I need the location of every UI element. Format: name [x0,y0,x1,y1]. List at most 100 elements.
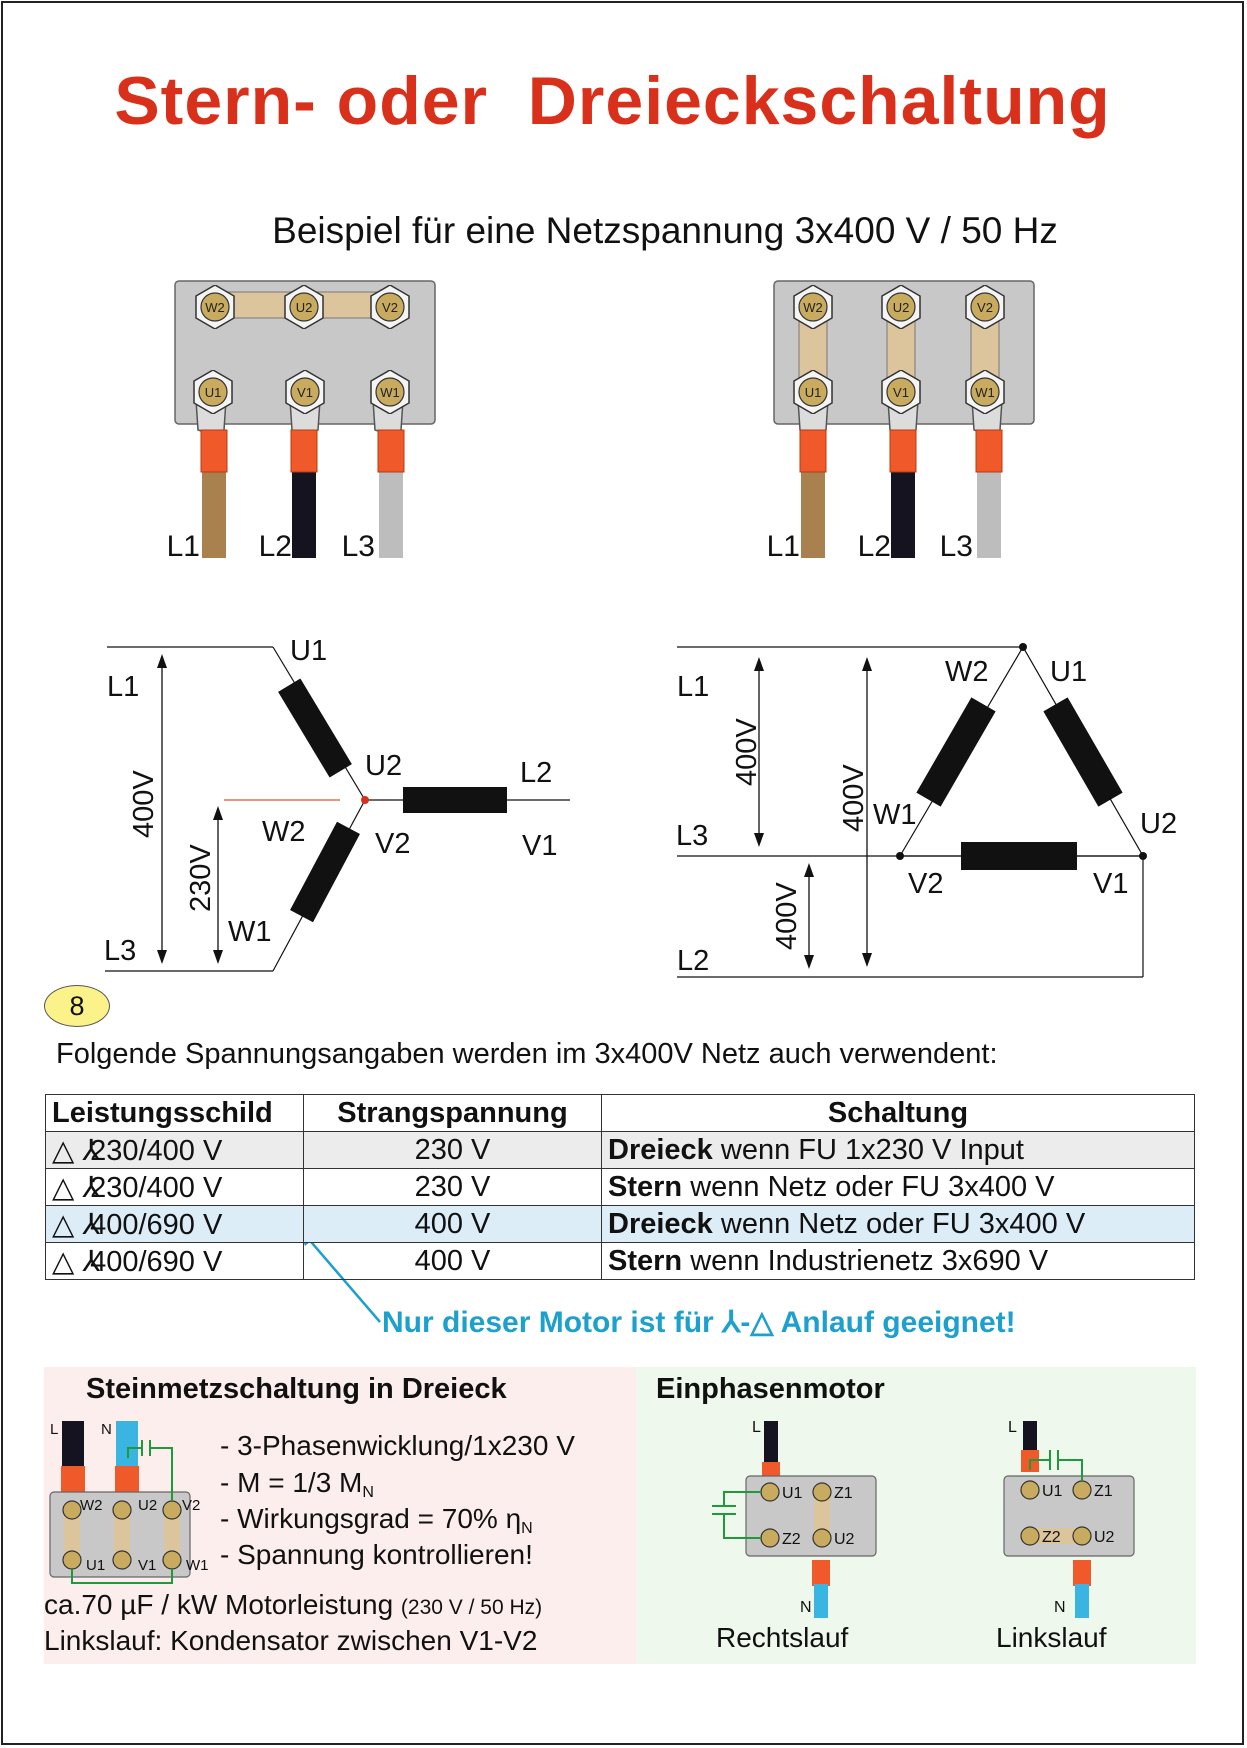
line-label: L1 [767,530,800,563]
table-cell-voltage: 400 V [303,1205,602,1243]
wire-l1 [801,470,825,558]
table-cell-voltage: 230 V [303,1168,602,1206]
terminal-label: U1 [205,385,222,400]
terminal-label: V2 [977,300,993,315]
line-label: L2 [858,530,891,563]
subtitle: Beispiel für eine Netzspannung 3x400 V /… [272,210,1058,251]
delta-node-label: V1 [1093,868,1128,900]
table-cell-mode: Dreieck wenn Netz oder FU 3x400 V [601,1205,1195,1243]
star-line-label: L3 [104,935,136,967]
table-cell-rating: △ ⅄ 230/400 V [45,1131,304,1169]
wire-l1 [202,470,226,558]
table-cell-mode: Stern wenn Industrienetz 3x690 V [601,1242,1195,1280]
terminal-label: U2 [296,300,313,315]
winding-symbols: △ ⅄ [52,1208,101,1241]
table-row: △ ⅄ 230/400 V 230 V Stern wenn Netz oder… [45,1168,1195,1206]
terminal-label: V2 [382,300,398,315]
table-cell-voltage: 230 V [303,1131,602,1169]
connection-condition: wenn Industrienetz 3x690 V [690,1244,1049,1277]
winding-symbols: △ ⅄ [52,1171,101,1204]
delta-node-label: V2 [908,868,943,900]
delta-node-label: U2 [1140,808,1177,840]
line-label: L3 [342,530,375,563]
delta-terminal-board: W2 U2 V2 U1 V1 W1 L1 L2 L3 [767,280,1035,563]
steinmetz-line: - 3-Phasenwicklung/1x230 V [220,1430,575,1461]
table-header: Leistungsschild [45,1094,304,1132]
table-cell-mode: Dreieck wenn FU 1x230 V Input [601,1131,1195,1169]
terminal-label: W1 [380,385,400,400]
connection-mode: Stern [608,1170,683,1203]
steinmetz-panel: Steinmetzschaltung in Dreieck - 3-Phasen… [44,1367,636,1664]
terminal-label: U2 [893,300,910,315]
star-terminal-board: W2 U2 V2 U1 V1 W1 L1 L2 L3 [167,280,436,563]
delta-voltage: 400V [771,882,803,950]
table-row: △ ⅄ 400/690 V 400 V Stern wenn Industrie… [45,1242,1195,1280]
delta-node-label: U1 [1050,656,1087,688]
rating-value: 230/400 V [90,1171,223,1204]
delta-voltage: 400V [838,764,870,832]
table-cell-rating: △ ⅄ 400/690 V [45,1242,304,1280]
terminal-label: U1 [805,385,822,400]
delta-line-label: L2 [677,945,709,977]
star-node-label: W2 [262,816,306,848]
star-node-label: V2 [375,828,410,860]
badge-number: 8 [44,985,110,1027]
delta-diagram: L1 L3 L2 W2 U1 W1 U2 V2 V1 400V 400V 400… [676,643,1177,978]
rating-value: 400/690 V [90,1245,223,1278]
star-node-label: U2 [365,750,402,782]
star-node-label: U1 [290,635,327,667]
wire-l2 [891,470,915,558]
table-row: △ ⅄ 230/400 V 230 V Dreieck wenn FU 1x23… [45,1131,1195,1169]
terminal-label: W2 [803,300,823,315]
terminal-label: V1 [297,385,313,400]
delta-line-label: L1 [677,671,709,703]
capacitance-rule: ca.70 µF / kW Motorleistung (230 V / 50 … [44,1589,543,1620]
caption-rechtslauf: Rechtslauf [716,1622,849,1653]
table-cell-rating: △ ⅄ 400/690 V [45,1205,304,1243]
single-phase-panel: Einphasenmotor Rechtslauf Linkslauf [636,1367,1196,1664]
terminal-label: W2 [205,300,225,315]
delta-line-label: L3 [676,820,708,852]
winding-symbols: △ ⅄ [52,1134,101,1167]
table-header: Schaltung [601,1094,1195,1132]
single-phase-heading: Einphasenmotor [656,1373,885,1405]
subscript: N [362,1484,374,1501]
delta-voltage: 400V [731,718,763,786]
wire-l3 [379,470,403,558]
star-node-label: V1 [522,830,557,862]
delta-node-label: W2 [945,656,989,688]
star-delta-hint: Nur dieser Motor ist für ⅄-△ Anlauf geei… [382,1306,1016,1339]
reverse-rule: Linkslauf: Kondensator zwischen V1-V2 [44,1625,538,1656]
connection-condition: wenn Netz oder FU 3x400 V [720,1207,1086,1240]
star-line-label: L2 [520,757,552,789]
table-cell-mode: Stern wenn Netz oder FU 3x400 V [601,1168,1195,1206]
table-cell-voltage: 400 V [303,1242,602,1280]
steinmetz-line: - Wirkungsgrad = 70% ηN [220,1503,533,1537]
star-node-label: W1 [228,916,272,948]
connection-mode: Stern [608,1244,683,1277]
winding-symbols: △ ⅄ [52,1245,101,1278]
line-label: L1 [167,530,200,563]
wire-l3 [977,470,1001,558]
terminal-label: W1 [975,385,995,400]
page-title: Stern- oder Dreieckschaltung [114,63,1111,139]
rating-value: 400/690 V [90,1208,223,1241]
delta-node-label: W1 [873,799,917,831]
star-voltage-400: 400V [128,770,160,838]
terminal-label: V1 [893,385,909,400]
rating-value: 230/400 V [90,1134,223,1167]
steinmetz-heading: Steinmetzschaltung in Dreieck [86,1373,507,1405]
connection-condition: wenn Netz oder FU 3x400 V [690,1170,1055,1203]
line-label: L3 [940,530,973,563]
table-cell-rating: △ ⅄ 230/400 V [45,1168,304,1206]
steinmetz-line: - Spannung kontrollieren! [220,1539,533,1570]
subscript: N [521,1520,533,1537]
capacitance-note: (230 V / 50 Hz) [400,1596,543,1619]
table-row-highlighted: △ ⅄ 400/690 V 400 V Dreieck wenn Netz od… [45,1205,1195,1243]
connection-mode: Dreieck [608,1133,713,1166]
voltage-table: Leistungsschild Strangspannung Schaltung… [45,1094,1195,1280]
table-header: Strangspannung [303,1094,602,1132]
steinmetz-line: - M = 1/3 MN [220,1467,374,1501]
